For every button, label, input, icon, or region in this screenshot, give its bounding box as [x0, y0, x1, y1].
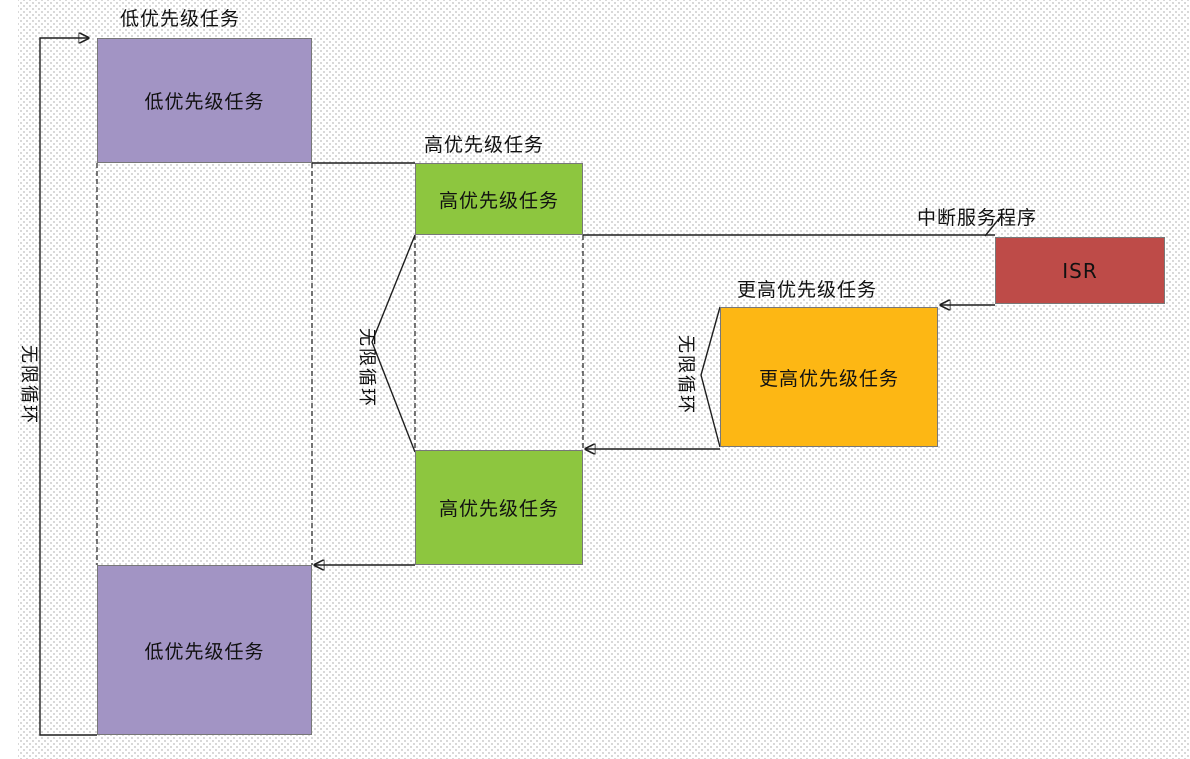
higher-priority-task-label: 更高优先级任务 [758, 367, 899, 390]
high-priority-task-bottom-label: 高优先级任务 [438, 498, 559, 520]
isr-label: ISR [1062, 258, 1098, 283]
low-priority-task-caption: 低优先级任务 [120, 8, 241, 30]
isr-caption-leader [984, 214, 1003, 237]
isr-caption: 中断服务程序 [917, 207, 1038, 229]
higher-priority-task-box: 更高优先级任务 [720, 307, 938, 447]
high-priority-task-top-label: 高优先级任务 [438, 189, 559, 212]
infinite-loop-label-left: 无限循环 [18, 345, 39, 425]
middle-loop-brace [371, 234, 416, 453]
high-priority-task-top-box: 高优先级任务 [415, 163, 583, 235]
high-priority-task-caption: 高优先级任务 [424, 134, 545, 156]
right-loop-brace [700, 306, 721, 448]
infinite-loop-label-middle: 无限循环 [356, 328, 377, 408]
isr-box: ISR [995, 237, 1165, 304]
low-priority-task-bottom-label: 低优先级任务 [144, 640, 265, 663]
low-priority-task-bottom-box: 低优先级任务 [97, 565, 312, 735]
low-priority-task-top-label: 低优先级任务 [144, 91, 265, 113]
low-priority-task-top-box: 低优先级任务 [97, 38, 312, 163]
high-priority-task-bottom-box: 高优先级任务 [415, 450, 583, 565]
higher-priority-task-caption: 更高优先级任务 [737, 279, 878, 301]
outer-loop-connector [39, 38, 97, 736]
infinite-loop-label-right: 无限循环 [675, 335, 696, 415]
left-margin [0, 0, 18, 759]
